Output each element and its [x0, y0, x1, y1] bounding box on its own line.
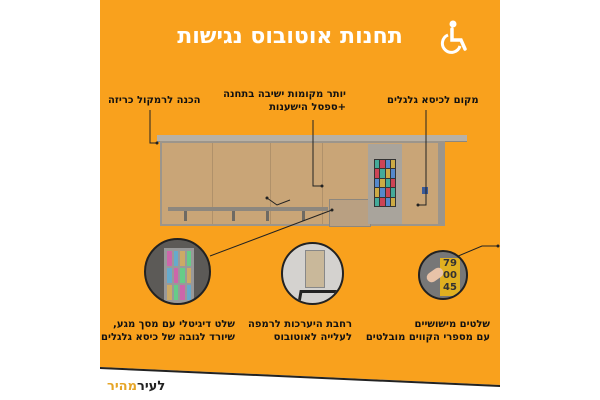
- page-title: תחנות אוטובוס נגישות: [177, 24, 403, 49]
- digital-sign-photo: [144, 238, 211, 305]
- glass-divider: [270, 143, 271, 224]
- connector-wheelchair-spot: [418, 110, 427, 206]
- caption-seating: יותר מקומות ישיבה בתחנה +ספסל הישענות: [223, 88, 346, 114]
- infographic: תחנות אוטובוס נגישות הכנה לרמקול כריזה י…: [100, 0, 500, 400]
- bench-leg: [302, 211, 305, 221]
- caption-seating-line1: יותר מקומות ישיבה בתחנה: [223, 89, 346, 100]
- bench-leg: [266, 211, 269, 221]
- ramp-area-photo: [281, 242, 344, 305]
- connector-lines: [149, 110, 500, 263]
- wheelchair-icon: [440, 20, 467, 54]
- accessibility-sign: [422, 187, 428, 194]
- shelter-post: [440, 141, 445, 226]
- touch-screen: [374, 159, 396, 207]
- caption-digital-sign-line1: שלט דיגיטלי עם מסך מגע,: [113, 319, 235, 330]
- caption-seating-line2: +ספסל הישענות: [269, 102, 346, 113]
- caption-tactile-line2: עם מספרי הקווים מובלטים: [365, 332, 490, 343]
- logo-part2: לעיר: [137, 379, 166, 394]
- bench-leg: [184, 211, 187, 221]
- caption-tactile: שלטים מישושיים עם מספרי הקווים מובלטים: [365, 318, 490, 344]
- caption-ramp-line1: רחבת היערכות לרמפה: [248, 319, 352, 330]
- bench: [168, 207, 328, 211]
- caption-digital-sign: שלט דיגיטלי עם מסך מגע, שיורד לגובה של כ…: [101, 318, 235, 344]
- glass-divider: [212, 143, 213, 224]
- caption-ramp-line2: לעלייה לאוטובוס: [273, 332, 352, 343]
- caption-speaker: הכנה לרמקול כריזה: [108, 95, 201, 106]
- caption-ramp: רחבת היערכות לרמפה לעלייה לאוטובוס: [248, 318, 352, 344]
- digital-sign-kiosk: [368, 144, 402, 224]
- tactile-number: 45: [443, 282, 457, 293]
- glass-divider: [322, 143, 323, 224]
- connector-digital-sign: [209, 209, 333, 257]
- tactile-number: 00: [443, 270, 457, 281]
- tactile-sign-photo: 79 00 45: [418, 250, 468, 300]
- bus-shelter: [160, 141, 440, 227]
- tactile-number: 79: [443, 258, 457, 269]
- caption-wheelchair-spot: מקום לכיסא גלגלים: [387, 95, 479, 106]
- connector-speaker: [149, 110, 157, 144]
- connector-seating: [312, 120, 322, 187]
- caption-digital-sign-line2: שיורד לגובה של כיסא גלגלים: [101, 332, 235, 343]
- connector-seating-bench: [266, 197, 291, 206]
- logo: לעירמהיר: [107, 379, 165, 394]
- caption-tactile-line1: שלטים מישושיים: [414, 319, 490, 330]
- leaning-bench: [329, 199, 371, 227]
- logo-part1: מהיר: [107, 379, 137, 394]
- bench-leg: [232, 211, 235, 221]
